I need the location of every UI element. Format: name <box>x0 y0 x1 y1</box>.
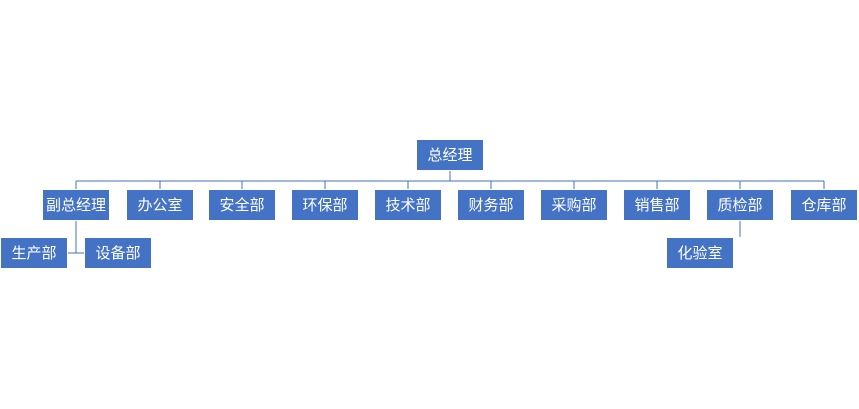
node-general-manager: 总经理 <box>416 139 484 171</box>
node-dept-technology: 技术部 <box>374 189 442 221</box>
node-dept-finance: 财务部 <box>457 189 525 221</box>
node-dept-safety: 安全部 <box>208 189 276 221</box>
node-dept-environment: 环保部 <box>291 189 359 221</box>
node-dept-warehouse: 仓库部 <box>790 189 858 221</box>
node-dept-office: 办公室 <box>126 189 194 221</box>
node-dept-sales: 销售部 <box>623 189 691 221</box>
node-sub-equipment: 设备部 <box>84 237 152 269</box>
node-sub-laboratory: 化验室 <box>666 237 734 269</box>
node-dept-quality: 质检部 <box>706 189 774 221</box>
node-dept-purchasing: 采购部 <box>540 189 608 221</box>
node-sub-production: 生产部 <box>0 237 68 269</box>
node-dept-deputy-gm: 副总经理 <box>42 189 110 221</box>
